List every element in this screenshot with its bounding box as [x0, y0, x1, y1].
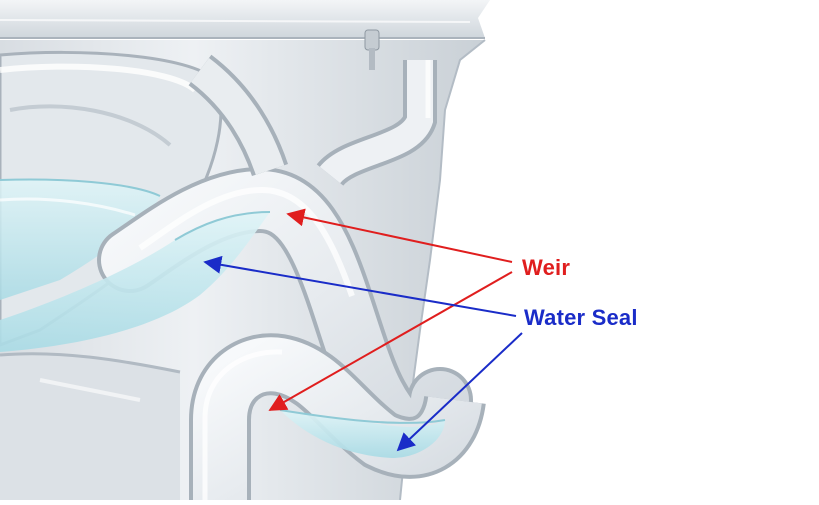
tank-lid — [0, 0, 490, 39]
water-seal-callout — [203, 255, 523, 452]
fill-valve-fitting — [364, 29, 380, 70]
weir-arrow-upper — [286, 208, 513, 263]
weir-arrow-lower — [268, 271, 513, 411]
water-seal-arrow-upper — [203, 255, 517, 317]
water-seal-label: Water Seal — [524, 305, 638, 330]
weir-callout — [268, 208, 513, 411]
toilet-base — [0, 352, 181, 500]
water-seal-arrow-lower — [396, 332, 523, 452]
weir-label: Weir — [522, 255, 571, 280]
bowl-water — [0, 178, 161, 300]
water-seal-upper — [0, 211, 271, 352]
rim-channel — [188, 54, 437, 187]
